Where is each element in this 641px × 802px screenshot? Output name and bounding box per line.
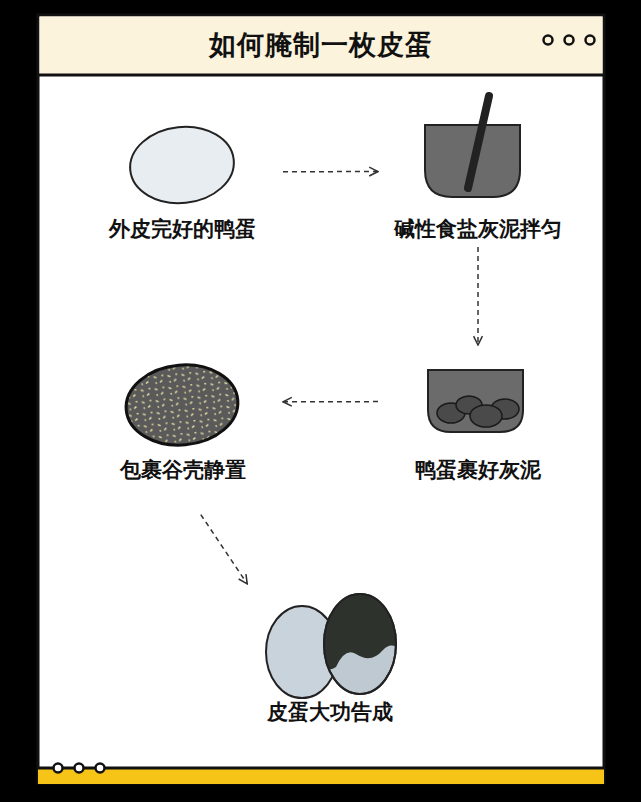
step-caption: 包裹谷壳静置 <box>110 457 255 483</box>
caption-group: 鸭蛋裹好灰泥 <box>400 457 556 483</box>
husk-egg <box>123 360 242 449</box>
panel <box>38 15 604 783</box>
caption-group: 碱性食盐灰泥拌匀 <box>388 216 568 242</box>
step-caption: 碱性食盐灰泥拌匀 <box>388 216 568 242</box>
footer-band <box>38 769 604 784</box>
step-node: 包裹谷壳静置 <box>110 360 255 483</box>
header-rule <box>38 74 604 77</box>
step-caption: 皮蛋大功告成 <box>250 699 410 725</box>
dashed-arrow <box>283 171 378 173</box>
coating-bowl <box>428 370 523 432</box>
dashed-arrow <box>283 401 378 403</box>
duck-egg <box>126 122 237 208</box>
step-node: 鸭蛋裹好灰泥 <box>400 365 556 483</box>
footer-dots <box>54 764 105 773</box>
step-caption: 外皮完好的鸭蛋 <box>100 216 265 242</box>
step-caption: 鸭蛋裹好灰泥 <box>400 457 556 483</box>
coated-eggs <box>437 396 519 427</box>
century-egg-outline <box>324 594 396 694</box>
step-node: 皮蛋大功告成 <box>250 588 410 725</box>
stirring-stick <box>468 96 489 188</box>
step-node: 外皮完好的鸭蛋 <box>100 125 265 242</box>
header-dots <box>544 36 595 45</box>
caption-group: 包裹谷壳静置 <box>110 457 255 483</box>
dashed-arrow <box>201 515 247 584</box>
step-node: 碱性食盐灰泥拌匀 <box>388 92 568 242</box>
footer-rule <box>38 767 604 770</box>
century-egg-yolk <box>318 588 402 669</box>
dashed-arrow <box>477 247 479 345</box>
diagram-title: 如何腌制一枚皮蛋 <box>38 15 604 75</box>
caption-group: 皮蛋大功告成 <box>250 699 410 725</box>
caption-group: 外皮完好的鸭蛋 <box>100 216 265 242</box>
